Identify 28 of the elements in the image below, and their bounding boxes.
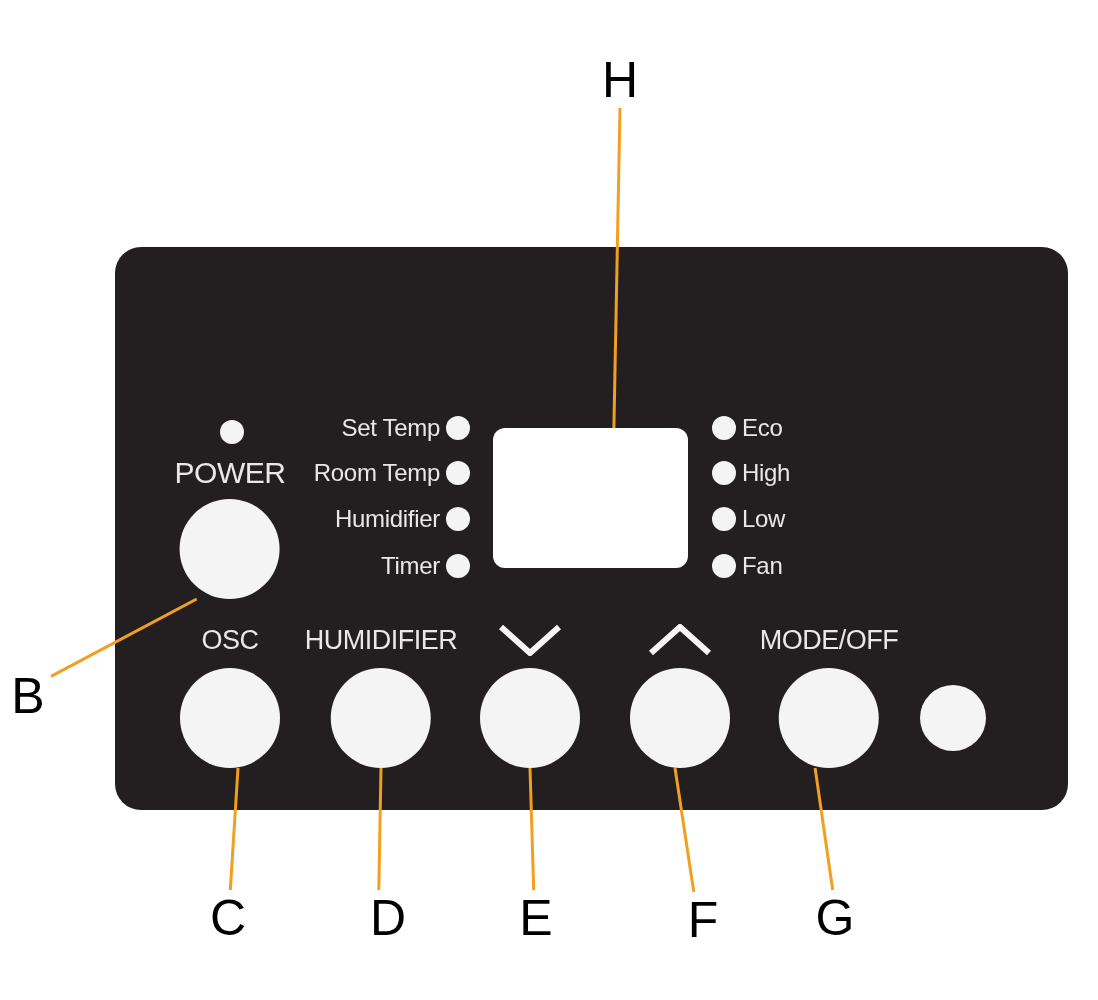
display-screen [493, 428, 688, 568]
callout-letter: E [513, 890, 559, 946]
leader-line [50, 597, 198, 678]
callout-letter: F [680, 892, 726, 948]
leader-line [612, 107, 622, 429]
indicator-label: High [742, 458, 791, 488]
indicator-label: Eco [742, 413, 783, 443]
button-label: POWER [174, 455, 286, 491]
leader-line [528, 767, 536, 891]
indicator-label: Room Temp [313, 458, 440, 488]
callout-letter: H [597, 52, 643, 108]
indicator-label: Low [742, 504, 786, 534]
button-label: MODE/OFF [759, 624, 899, 657]
leader-line [813, 767, 835, 891]
leader-line [228, 767, 240, 891]
callout-letter: C [205, 890, 251, 946]
leader-line [673, 767, 696, 893]
button-label: HUMIDIFIER [304, 624, 458, 657]
indicator-label: Set Temp [341, 413, 440, 443]
button-label: OSC [201, 624, 259, 657]
callout-letter: G [812, 890, 858, 946]
indicator-label: Timer [381, 551, 440, 581]
indicator-label: Humidifier [334, 504, 440, 534]
control-panel [115, 247, 1068, 810]
indicator-label: Fan [742, 551, 783, 581]
callout-letter: B [5, 668, 51, 724]
leader-line [377, 767, 383, 891]
callout-letter: D [365, 890, 411, 946]
